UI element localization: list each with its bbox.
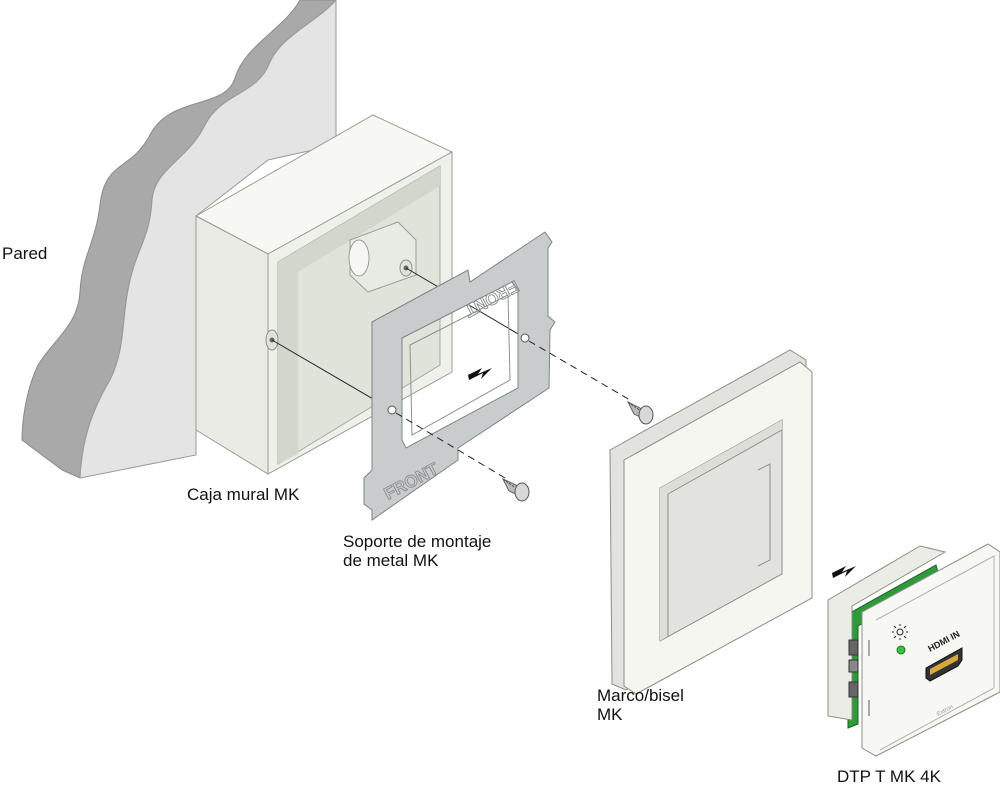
wall — [21, 0, 337, 479]
insert-arrow-icon — [468, 368, 492, 380]
label-wall-box: Caja mural MK — [187, 485, 300, 504]
device-side-connector — [848, 681, 859, 698]
label-bracket-line2: de metal MK — [343, 551, 439, 570]
label-frame-line2: MK — [597, 705, 623, 724]
wall-box-inner-wall — [278, 166, 440, 464]
bracket-plate — [363, 231, 556, 521]
wall-face — [79, 0, 337, 479]
frame-inner-edge — [667, 429, 783, 636]
frame-inner-recess — [660, 420, 782, 641]
label-bracket-line1: Soporte de montaje — [343, 532, 492, 551]
device-back-plate — [827, 545, 947, 721]
device-side-connector — [848, 659, 859, 673]
label-frame-line1: Marco/bisel — [597, 686, 684, 705]
screw-lower — [501, 477, 530, 502]
label-device: DTP T MK 4K — [837, 767, 941, 786]
wall-box — [194, 114, 454, 475]
device-side-connector — [848, 639, 859, 656]
bracket-inner-lip — [409, 294, 511, 436]
wall-box-front-face — [195, 215, 269, 475]
label-frame: Marco/bisel MK — [597, 686, 684, 724]
wall-box-screw-boss-upper — [348, 221, 417, 293]
hdmi-port-icon — [925, 647, 963, 682]
light-sun-icon — [892, 624, 908, 640]
device-front-bevel — [875, 555, 995, 751]
dtp-device: HDMI IN Extron — [827, 543, 1000, 757]
bracket-screw-hole-left — [387, 405, 397, 415]
device-pcb — [847, 564, 941, 729]
bracket-screw-hole-right — [520, 333, 530, 343]
frame-bezel — [609, 349, 813, 695]
screw-upper — [626, 400, 654, 425]
label-wall: Pared — [2, 244, 48, 263]
screw-dash-lines — [395, 340, 631, 479]
insert-arrow-icon — [832, 566, 856, 578]
status-led-icon — [896, 645, 906, 655]
label-bracket: Soporte de montaje de metal MK — [343, 532, 491, 570]
